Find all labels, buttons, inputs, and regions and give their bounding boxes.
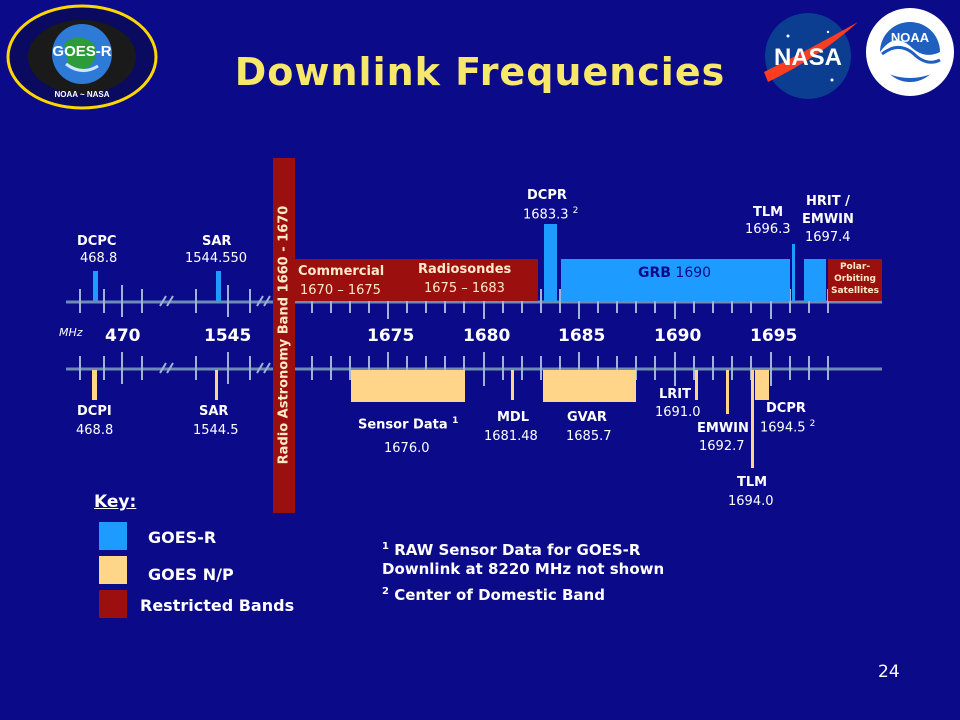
axis-tick-470: 470 — [105, 326, 141, 346]
axis-unit-label: MHz — [59, 326, 83, 339]
lrit-value: 1691.0 — [655, 405, 701, 420]
sensor-data-name: Sensor Data — [358, 417, 448, 433]
dcpr-bottom-bar — [755, 370, 769, 400]
sensor-data-sup: 1 — [452, 416, 459, 426]
emwin-label: EMWIN — [697, 421, 749, 436]
dcpi-value: 468.8 — [76, 423, 114, 438]
tlm-bottom-bar — [751, 370, 754, 468]
axis-tick-1680: 1680 — [463, 326, 511, 346]
goes-logo-ring-text: NOAA ~ NASA — [54, 90, 109, 99]
commercial-band — [295, 259, 388, 301]
footnote-1-sup: 1 — [382, 541, 389, 552]
grb-label: GRB 1690 — [638, 265, 711, 281]
sar-bottom-value: 1544.5 — [193, 423, 239, 438]
dcpr-top-sup: 2 — [572, 206, 579, 216]
tlm-bottom-label: TLM — [737, 475, 768, 490]
mdl-value: 1681.48 — [484, 429, 538, 444]
dcpr-top-value-num: 1683.3 — [523, 207, 569, 223]
radiosondes-label: Radiosondes — [418, 262, 512, 277]
dcpr-bottom-sup: 2 — [809, 419, 816, 429]
axis-tick-1695: 1695 — [750, 326, 798, 346]
axis-breaks — [159, 295, 271, 374]
sar-bottom-bar — [215, 370, 218, 400]
dcpr-top-value: 1683.3 2 — [523, 206, 578, 222]
hrit-value: 1697.4 — [805, 230, 851, 245]
slide-title: Downlink Frequencies — [234, 50, 726, 94]
dcpr-bottom-value-num: 1694.5 — [760, 420, 806, 436]
hrit-emwin-bar — [804, 259, 826, 301]
axis-tick-1690: 1690 — [654, 326, 702, 346]
axis-tick-1545: 1545 — [204, 326, 252, 346]
key-label-goes-r: GOES-R — [148, 528, 217, 547]
tlm-bottom-value: 1694.0 — [728, 494, 774, 509]
dcpr-top-label: DCPR — [527, 188, 567, 203]
axis-tick-1675: 1675 — [367, 326, 415, 346]
noaa-logo-text: NOAA — [891, 30, 930, 45]
radiosondes-band — [388, 259, 538, 301]
key-label-restricted: Restricted Bands — [140, 596, 295, 615]
grb-name: GRB — [638, 265, 671, 281]
lrit-label: LRIT — [659, 387, 691, 402]
lrit-bar — [695, 370, 698, 400]
radio-astronomy-band — [273, 158, 295, 513]
sar-top-bar — [216, 271, 221, 301]
key-title: Key: — [94, 492, 137, 512]
sensor-data-label: Sensor Data 1 — [358, 416, 458, 432]
dcpc-bar — [93, 271, 98, 301]
dcpi-label: DCPI — [77, 404, 112, 419]
polar-orbiting-band — [828, 259, 882, 301]
emwin-value: 1692.7 — [699, 439, 745, 454]
dcpr-bottom-label: DCPR — [766, 401, 806, 416]
gvar-bar — [543, 370, 636, 402]
dcpc-value: 468.8 — [80, 251, 118, 266]
dcpc-label: DCPC — [77, 234, 117, 249]
hrit-label: HRIT / — [806, 194, 850, 209]
polar-orbiting-label: Polar- Orbiting Satellites — [831, 262, 879, 296]
tlm-top-label: TLM — [753, 205, 784, 220]
key-label-goes-np: GOES N/P — [148, 565, 234, 584]
sensor-data-value: 1676.0 — [384, 441, 430, 456]
dcpi-bar — [92, 370, 97, 400]
gvar-value: 1685.7 — [566, 429, 612, 444]
footnote-1: 1 RAW Sensor Data for GOES-R — [382, 536, 640, 561]
noaa-logo: NOAA — [866, 8, 954, 96]
page-number: 24 — [878, 662, 900, 682]
goes-r-logo: GOES-R NOAA ~ NASA — [6, 4, 158, 110]
emwin-bar — [726, 370, 729, 414]
goes-logo-text: GOES-R — [52, 43, 111, 60]
radiosondes-value: 1675 – 1683 — [424, 281, 505, 296]
key-swatch-goes-r — [99, 522, 127, 550]
sar-top-label: SAR — [202, 234, 232, 249]
tlm-top-value: 1696.3 — [745, 222, 791, 237]
footnote-2-sup: 2 — [382, 586, 389, 597]
mdl-bar — [511, 370, 514, 400]
sensor-data-bar — [351, 370, 465, 402]
sar-top-value: 1544.550 — [185, 251, 248, 266]
tlm-top-bar — [792, 244, 795, 301]
radio-astronomy-label: Radio Astronomy Band 1660 - 1670 — [276, 205, 292, 465]
footnote-2: 2 Center of Domestic Band — [382, 581, 605, 606]
mdl-label: MDL — [497, 410, 530, 425]
commercial-value: 1670 – 1675 — [300, 283, 381, 298]
commercial-label: Commercial — [298, 264, 385, 279]
grb-value: 1690 — [675, 265, 712, 281]
key-swatch-restricted — [99, 590, 127, 618]
footnote-1-line1: RAW Sensor Data for GOES-R — [394, 541, 641, 559]
gvar-label: GVAR — [567, 410, 607, 425]
axis-tick-1685: 1685 — [558, 326, 606, 346]
hrit-label-emwin: EMWIN — [802, 212, 854, 227]
nasa-logo: NASA — [764, 13, 858, 99]
footnote-1-continued: Downlink at 8220 MHz not shown — [382, 560, 665, 578]
grb-bar — [561, 259, 790, 301]
dcpr-top-bar — [544, 224, 557, 301]
footnote-2-line: Center of Domestic Band — [394, 586, 605, 604]
dcpr-bottom-value: 1694.5 2 — [760, 419, 815, 435]
key-swatch-goes-np — [99, 556, 127, 584]
sar-bottom-label: SAR — [199, 404, 229, 419]
nasa-logo-text: NASA — [774, 44, 842, 71]
